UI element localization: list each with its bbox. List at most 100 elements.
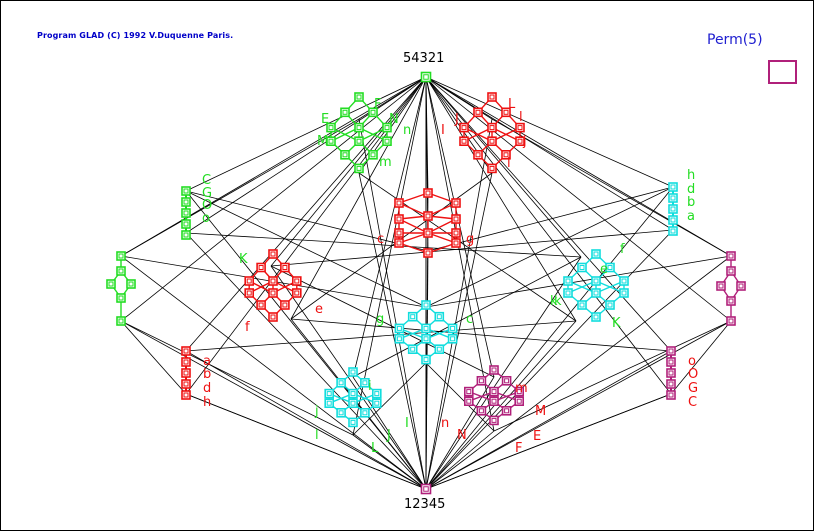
cyan-bottom-cluster-node [360, 377, 370, 388]
node-inner [453, 216, 459, 222]
node-inner [270, 314, 276, 320]
edge-line [120, 320, 427, 490]
node-inner [423, 336, 429, 342]
magenta-right-chain-node [666, 390, 676, 400]
element-letter: J [386, 428, 391, 443]
edge-line [185, 320, 577, 352]
green-top-cluster-node [326, 136, 336, 146]
node-inner [328, 125, 334, 131]
green-top-cluster-node [368, 150, 378, 160]
node-inner [489, 125, 495, 131]
element-letter: M [535, 404, 546, 419]
green-left-chain-node [181, 219, 191, 229]
edge-line [352, 76, 427, 378]
node-inner [294, 290, 300, 296]
edge-line [670, 320, 732, 395]
node-inner [738, 283, 744, 289]
edge-line [352, 362, 427, 436]
edge-line [425, 76, 577, 322]
node-inner [410, 314, 416, 320]
node-inner [593, 278, 599, 284]
node-inner [258, 265, 264, 270]
node-inner [517, 125, 523, 131]
element-letter: j [522, 134, 527, 149]
element-letter: f [620, 242, 625, 257]
node-inner [350, 369, 356, 375]
edge-line [425, 393, 672, 490]
cyan-mid-cluster-node [591, 276, 601, 286]
red-center-cluster-node [394, 214, 404, 224]
cyan-mid-cluster-node [619, 276, 629, 286]
edge-line [270, 76, 427, 267]
cyan-bottom-cluster-node [324, 388, 335, 399]
cyan-mid-cluster-node [619, 288, 629, 298]
green-top-cluster-node [354, 136, 364, 146]
cyan-bottom-cluster-node [360, 407, 370, 418]
element-letter: n [441, 416, 449, 431]
red-center-cluster-node [394, 228, 404, 238]
cyan-mid-cluster-node [605, 300, 615, 310]
node-inner [374, 391, 380, 397]
node-inner [491, 389, 497, 395]
edge-line [358, 172, 427, 490]
node-inner [593, 290, 599, 296]
edge-line [425, 320, 577, 490]
node-inner [593, 314, 599, 320]
node-inner [668, 392, 674, 398]
node-inner [246, 290, 252, 296]
top-node-label: 54321 [403, 51, 445, 66]
edge-line [352, 256, 582, 378]
node-inner [478, 408, 484, 414]
node-inner [489, 94, 495, 100]
edge-line [358, 172, 577, 322]
edge-line [352, 434, 427, 490]
edge-line [185, 190, 429, 252]
edge-line [120, 76, 427, 322]
edge-line [425, 186, 674, 490]
node-inner [118, 318, 124, 324]
edge-line [185, 76, 427, 352]
node-inner [461, 138, 467, 144]
element-letter: e [315, 302, 323, 317]
node-inner [489, 138, 495, 144]
red-top-cluster-node [473, 107, 483, 118]
node-inner [579, 302, 585, 308]
cyan-mid-cluster-node [577, 300, 587, 310]
node-inner [328, 138, 334, 144]
node-inner [282, 265, 288, 270]
cyan-center-cluster-node [394, 333, 405, 344]
red-top-cluster-node [487, 163, 497, 174]
node-inner [718, 283, 724, 289]
node-inner [453, 230, 459, 236]
element-letter: h [687, 168, 695, 183]
edge-line [427, 186, 674, 252]
red-center-cluster-edge [398, 218, 429, 234]
node-inner [489, 165, 495, 171]
node-inner [384, 138, 390, 144]
node-inner [183, 232, 189, 238]
edge-line [425, 76, 674, 188]
cyan-right-chain-node [668, 204, 678, 214]
red-center-cluster-edge [398, 242, 429, 254]
element-letter: e [600, 262, 608, 277]
green-top-cluster-node [326, 122, 336, 133]
cyan-bottom-cluster-node [324, 398, 335, 409]
cyan-center-cluster-node [394, 323, 405, 334]
node-inner [356, 125, 362, 131]
magenta-bottom-cluster-node [463, 386, 474, 397]
node-inner [670, 195, 676, 201]
node-inner [362, 410, 368, 416]
magenta-right-cluster-node [726, 296, 736, 306]
cyan-bottom-cluster-node [371, 388, 382, 399]
node-inner [668, 370, 674, 376]
green-left-cluster-node [106, 279, 116, 289]
edge-line [425, 255, 732, 308]
red-mid-cluster-node [268, 276, 278, 286]
red-center-cluster-node [451, 238, 461, 248]
node-inner [350, 419, 356, 425]
perm-square-icon [768, 60, 797, 84]
edge-line [120, 320, 354, 436]
node-inner [728, 318, 734, 324]
node-inner [670, 184, 676, 190]
red-top-cluster-node [459, 136, 469, 146]
